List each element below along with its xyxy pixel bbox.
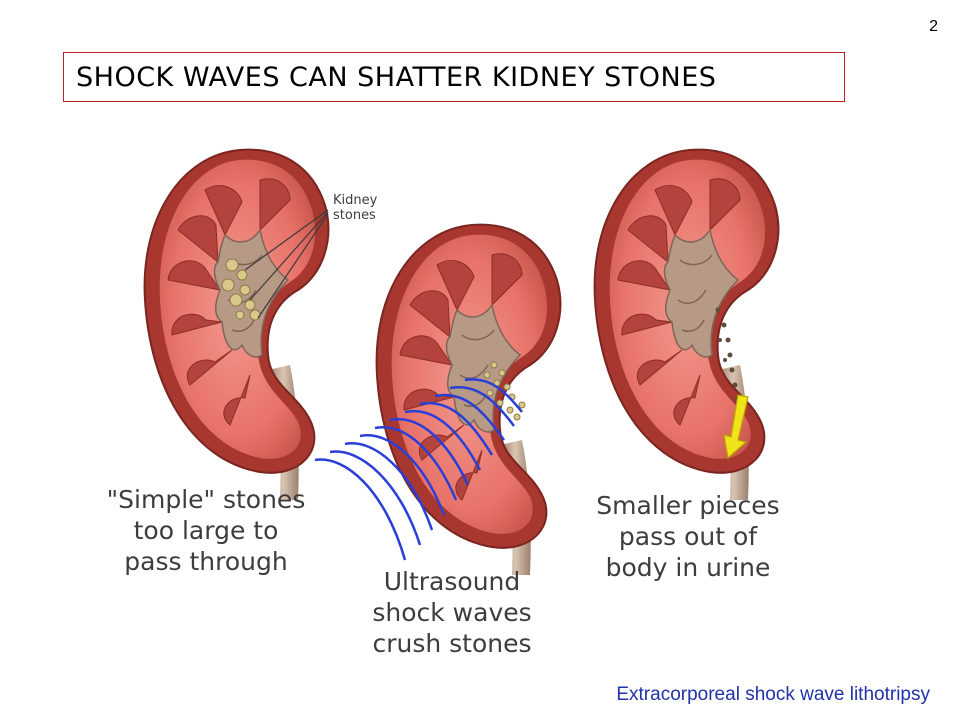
caption-smaller-line-1: Smaller pieces (596, 491, 780, 520)
kidney-3 (593, 148, 780, 501)
shock-waves (314, 378, 523, 561)
kidney-stones-label-line-2: stones (333, 208, 376, 223)
slide-title: SHOCK WAVES CAN SHATTER KIDNEY STONES (76, 61, 717, 93)
caption-simple-line-3: pass through (124, 547, 288, 576)
caption-ultrasound-line-3: crush stones (372, 629, 532, 658)
caption-ultrasound-line-2: shock waves (372, 598, 532, 627)
caption-smaller-line-3: body in urine (605, 553, 771, 582)
kidney-stones-label-line-1: Kidney (333, 193, 378, 208)
caption-simple-stones: "Simple" stones too large to pass throug… (96, 484, 316, 577)
kidney-stones-2 (483, 361, 526, 421)
footer-caption: Extracorporeal shock wave lithotripsy (616, 684, 930, 705)
caption-ultrasound: Ultrasound shock waves crush stones (352, 566, 552, 659)
slide-number: 2 (929, 18, 938, 35)
caption-ultrasound-line-1: Ultrasound (383, 567, 521, 596)
caption-simple-line-2: too large to (133, 516, 279, 545)
kidney-stones-label: Kidney stones (333, 193, 377, 223)
title-box: SHOCK WAVES CAN SHATTER KIDNEY STONES (63, 52, 845, 102)
kidney-1 (143, 148, 330, 501)
kidney-2 (375, 223, 562, 576)
caption-smaller-pieces: Smaller pieces pass out of body in urine (578, 490, 798, 583)
pointer-lines (244, 209, 329, 319)
caption-smaller-line-2: pass out of (618, 522, 758, 551)
caption-simple-line-1: "Simple" stones (106, 485, 306, 514)
kidney-stones-1 (221, 258, 261, 321)
downward-arrow-icon (723, 394, 749, 460)
